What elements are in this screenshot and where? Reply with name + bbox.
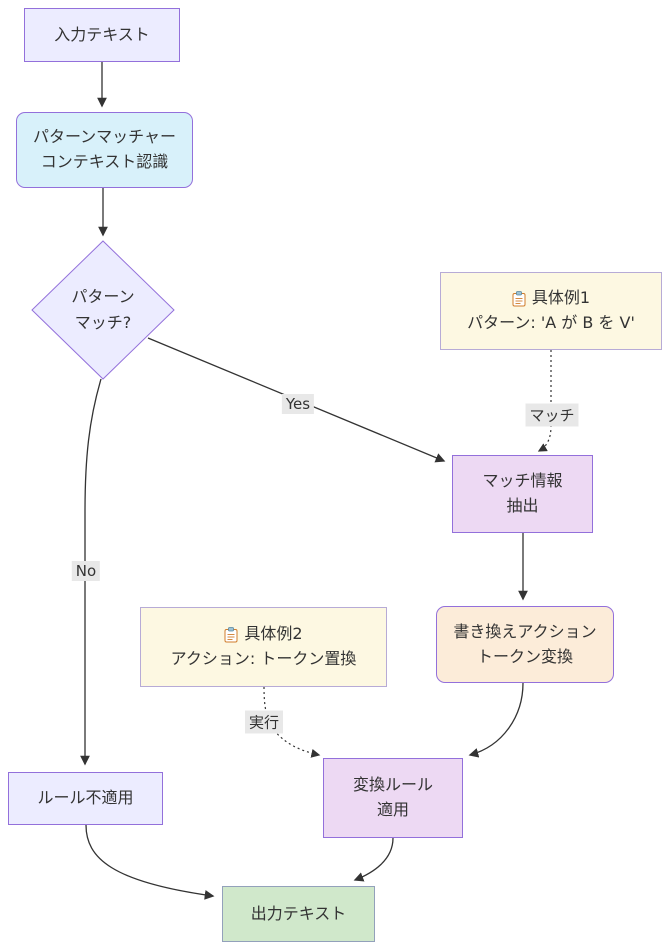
node-rewrite-action: 書き換えアクション トークン変換 — [436, 606, 614, 683]
node-apply-line1: 変換ルール — [352, 775, 433, 795]
node-rewrite-line1: 書き換えアクション — [453, 621, 597, 641]
node-example1-body: パターン: 'A が B を V' — [467, 313, 635, 332]
clipboard-icon — [224, 626, 238, 643]
edge-example2-execute — [263, 686, 321, 758]
decision-diamond-shape — [31, 240, 175, 380]
edge-example1-match — [537, 350, 552, 452]
node-decision-pattern-match: パターン マッチ? — [43, 281, 163, 339]
edge-norule-to-output — [85, 824, 215, 900]
node-rewrite-line2: トークン変換 — [476, 646, 573, 666]
node-matchinfo-line1: マッチ情報 — [482, 471, 563, 491]
edge-label-yes: Yes — [281, 394, 315, 414]
node-example2-title: 具体例2 — [244, 624, 303, 644]
node-norule-label: ルール不適用 — [37, 788, 134, 808]
node-example1: 具体例1 パターン: 'A が B を V' — [440, 272, 662, 350]
node-example1-title: 具体例1 — [531, 288, 591, 308]
node-input-text: 入力テキスト — [24, 8, 180, 62]
node-matcher-line2: コンテキスト認識 — [40, 152, 169, 171]
node-apply-line2: 適用 — [376, 800, 409, 819]
node-output-text: 出力テキスト — [222, 886, 375, 942]
edge-rewrite-to-apply — [468, 682, 524, 758]
clipboard-icon — [512, 290, 526, 307]
node-apply-rule: 変換ルール 適用 — [323, 758, 463, 838]
node-decision-line2: マッチ? — [74, 313, 132, 332]
node-matchinfo-line2: 抽出 — [506, 496, 539, 515]
node-match-info: マッチ情報 抽出 — [452, 455, 593, 533]
edge-apply-to-output — [353, 837, 394, 882]
node-pattern-matcher: パターンマッチャー コンテキスト認識 — [16, 112, 193, 188]
edge-label-match: マッチ — [525, 403, 579, 427]
node-matcher-line1: パターンマッチャー — [32, 127, 177, 147]
edge-decision-no — [80, 378, 102, 766]
edge-label-execute: 実行 — [244, 710, 284, 734]
node-input-label: 入力テキスト — [54, 24, 150, 44]
node-example2: 具体例2 アクション: トークン置換 — [140, 607, 387, 687]
node-no-rule: ルール不適用 — [8, 772, 163, 825]
node-decision-line1: パターン — [71, 287, 135, 307]
node-output-label: 出力テキスト — [250, 903, 347, 923]
edge-label-no: No — [71, 561, 101, 581]
node-example2-body: アクション: トークン置換 — [170, 649, 357, 668]
